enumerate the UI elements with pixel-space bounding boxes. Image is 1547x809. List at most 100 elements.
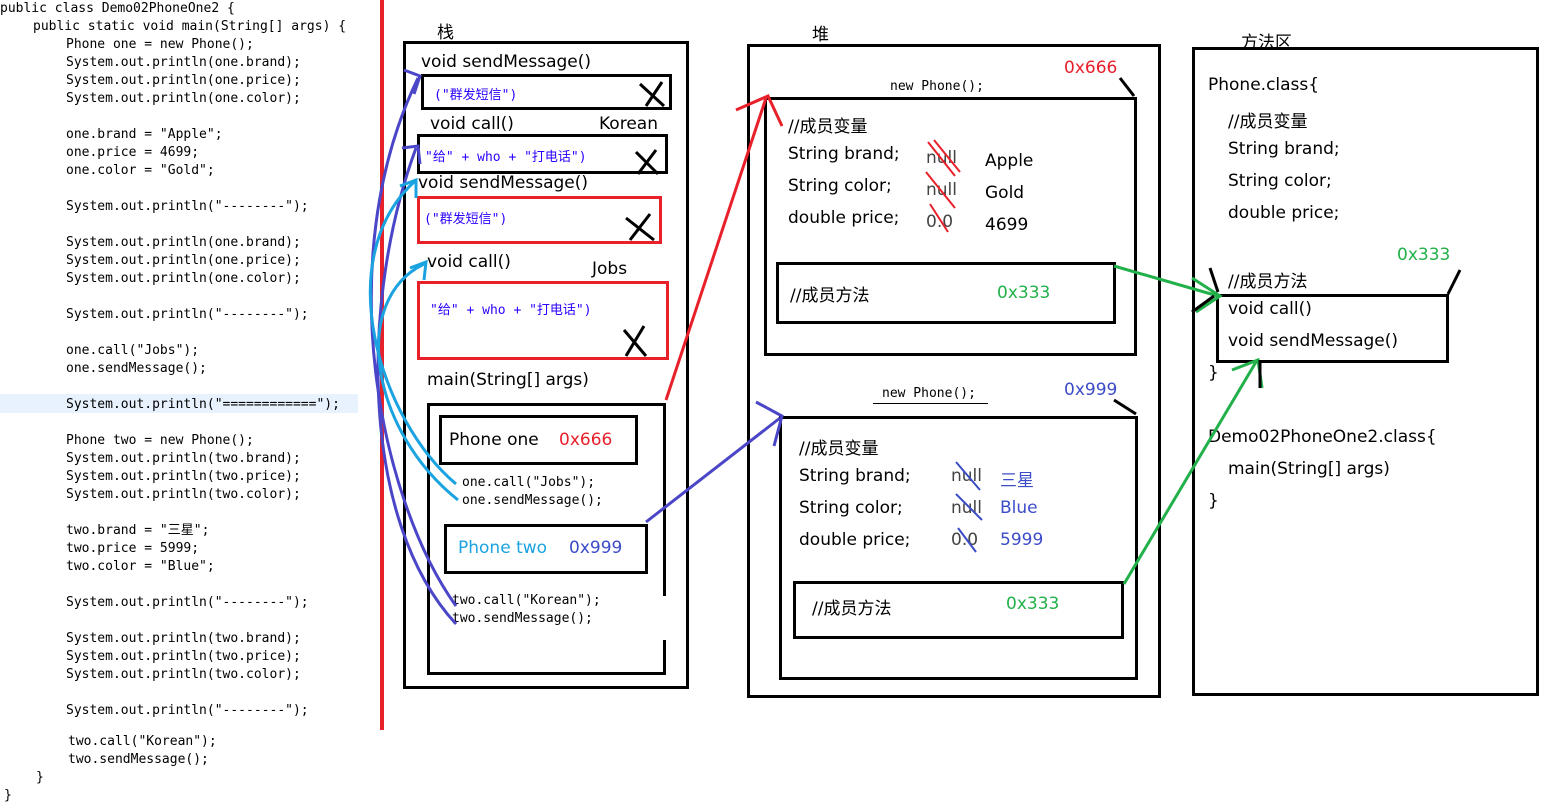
- frame-call-2-arg: Jobs: [592, 259, 628, 279]
- tick-mark: [1113, 77, 1462, 416]
- code-panel: public class Demo02PhoneOne2 { public st…: [0, 0, 380, 809]
- method-area-box: [1192, 47, 1539, 696]
- heap-obj2-brand-value: 三星: [1000, 471, 1034, 491]
- red-arrow: [664, 94, 784, 401]
- code-line: one.brand = "Apple";: [66, 127, 223, 142]
- heap-obj1-methods-title: //成员方法: [790, 286, 870, 306]
- code-line-new-one: Phone one = new Phone();: [66, 37, 254, 52]
- code-line: System.out.println(one.color);: [66, 91, 301, 106]
- phone-class-methods-title: //成员方法: [1228, 272, 1308, 292]
- heap-obj1-vars-title: //成员变量: [788, 117, 868, 137]
- code-line: two.color = "Blue";: [66, 559, 215, 574]
- heap-obj2-color-value: Blue: [1000, 498, 1038, 518]
- green-arrow: [1113, 264, 1264, 585]
- heap-obj1-price-default: 0.0: [926, 212, 954, 232]
- code-line: two.brand = "三星";: [66, 523, 210, 538]
- phone-class-method-send: void sendMessage(): [1228, 331, 1399, 351]
- heap-object-1: [764, 97, 1137, 356]
- code-line-class: public class Demo02PhoneOne2 {: [0, 1, 235, 16]
- heap-obj2-brand-default: null: [951, 466, 982, 486]
- current-line-highlight: [0, 394, 358, 413]
- stack-one-call: one.call("Jobs");: [462, 475, 596, 490]
- code-line-new-two: Phone two = new Phone();: [66, 433, 254, 448]
- heap-obj1-methods-box: [776, 262, 1116, 324]
- stack-one-send: one.sendMessage();: [462, 493, 603, 508]
- code-line: System.out.println("--------");: [66, 703, 309, 718]
- heap-box: [747, 44, 1161, 698]
- phone-class-header: Phone.class{: [1208, 75, 1320, 95]
- code-line: one.color = "Gold";: [66, 163, 215, 178]
- code-line: one.call("Jobs");: [66, 343, 200, 358]
- code-line: one.price = 4699;: [66, 145, 200, 160]
- code-line: System.out.println("--------");: [66, 595, 309, 610]
- code-line: System.out.println(two.price);: [66, 469, 301, 484]
- frame-main-label: main(String[] args): [427, 370, 589, 390]
- frame-call-2-label: void call(): [427, 252, 511, 272]
- heap-obj1-price-value: 4699: [985, 215, 1029, 235]
- stack-two-call: two.call("Korean");: [452, 593, 601, 608]
- code-line: two.sendMessage();: [68, 752, 209, 767]
- code-line: System.out.println(one.brand);: [66, 235, 301, 250]
- code-line: System.out.println(one.brand);: [66, 55, 301, 70]
- heap-obj1-brand-value: Apple: [985, 151, 1034, 171]
- code-line: System.out.println(one.price);: [66, 73, 301, 88]
- heap-obj2-vars-title: //成员变量: [799, 439, 879, 459]
- frame-call-1-arg: Korean: [599, 114, 658, 134]
- code-line: one.sendMessage();: [66, 361, 207, 376]
- demo-class-main: main(String[] args): [1228, 459, 1390, 479]
- var-one-box: [439, 415, 638, 465]
- frame-call-2: [417, 281, 669, 360]
- stack-box: [403, 41, 689, 689]
- code-line-main: public static void main(String[] args) {: [33, 19, 347, 34]
- call-arrow: [368, 177, 459, 502]
- heap-obj2-methods-title: //成员方法: [812, 599, 892, 619]
- stack-two-send: two.sendMessage();: [452, 611, 593, 626]
- phone-class-methods-box: [1216, 294, 1449, 363]
- demo-class-close: }: [1208, 491, 1219, 511]
- code-line: }: [4, 788, 12, 803]
- code-line: System.out.println(one.color);: [66, 271, 301, 286]
- code-line: two.call("Korean");: [68, 734, 217, 749]
- heap-obj2-address: 0x999: [1064, 380, 1118, 400]
- heap-obj1-new: new Phone();: [890, 79, 984, 94]
- code-line: }: [36, 770, 44, 785]
- heap-obj1-brand-decl: String brand;: [788, 144, 900, 164]
- var-one-name: Phone one: [449, 430, 539, 450]
- heap-obj2-underline: [873, 403, 988, 404]
- code-line: System.out.println("--------");: [66, 307, 309, 322]
- code-line: System.out.println(two.price);: [66, 649, 301, 664]
- heap-obj1-address: 0x666: [1064, 58, 1118, 78]
- frame-send-message-1-label: void sendMessage(): [421, 52, 592, 72]
- heap-obj2-price-value: 5999: [1000, 530, 1044, 550]
- var-one-address: 0x666: [559, 430, 613, 450]
- frame-send-message-2: [417, 196, 662, 244]
- frame-send-message-1-body: ("群发短信"): [434, 88, 518, 103]
- heap-object-2: [779, 416, 1138, 680]
- var-two-box: [444, 524, 648, 574]
- code-line: System.out.println("============");: [66, 397, 340, 412]
- phone-class-close: }: [1208, 363, 1219, 383]
- demo-class-header: Demo02PhoneOne2.class{: [1208, 427, 1437, 447]
- phone-class-methods-address: 0x333: [1397, 245, 1451, 265]
- frame-call-1-body: "给" + who + "打电话"): [425, 150, 587, 165]
- heap-obj1-color-value: Gold: [985, 183, 1025, 203]
- var-two-name: Phone two: [458, 538, 548, 558]
- strike-mark: [955, 461, 983, 553]
- frame-send-message-2-label: void sendMessage(): [418, 173, 589, 193]
- heap-obj1-methods-address: 0x333: [997, 283, 1051, 303]
- phone-class-price-decl: double price;: [1228, 203, 1340, 223]
- heap-obj2-new: new Phone();: [882, 386, 976, 401]
- phone-class-vars-title: //成员变量: [1228, 112, 1308, 132]
- code-line: System.out.println(two.color);: [66, 667, 301, 682]
- code-line: System.out.println("--------");: [66, 199, 309, 214]
- frame-main: [427, 403, 666, 675]
- frame-send-message-1: [421, 74, 672, 110]
- blue-arrow: [645, 400, 784, 524]
- frame-call-1-label: void call(): [430, 114, 514, 134]
- code-line: two.price = 5999;: [66, 541, 200, 556]
- heap-obj1-price-decl: double price;: [788, 208, 900, 228]
- frame-call-2-body: "给" + who + "打电话"): [430, 303, 592, 318]
- heap-obj2-price-decl: double price;: [799, 530, 911, 550]
- heap-obj1-color-decl: String color;: [788, 176, 892, 196]
